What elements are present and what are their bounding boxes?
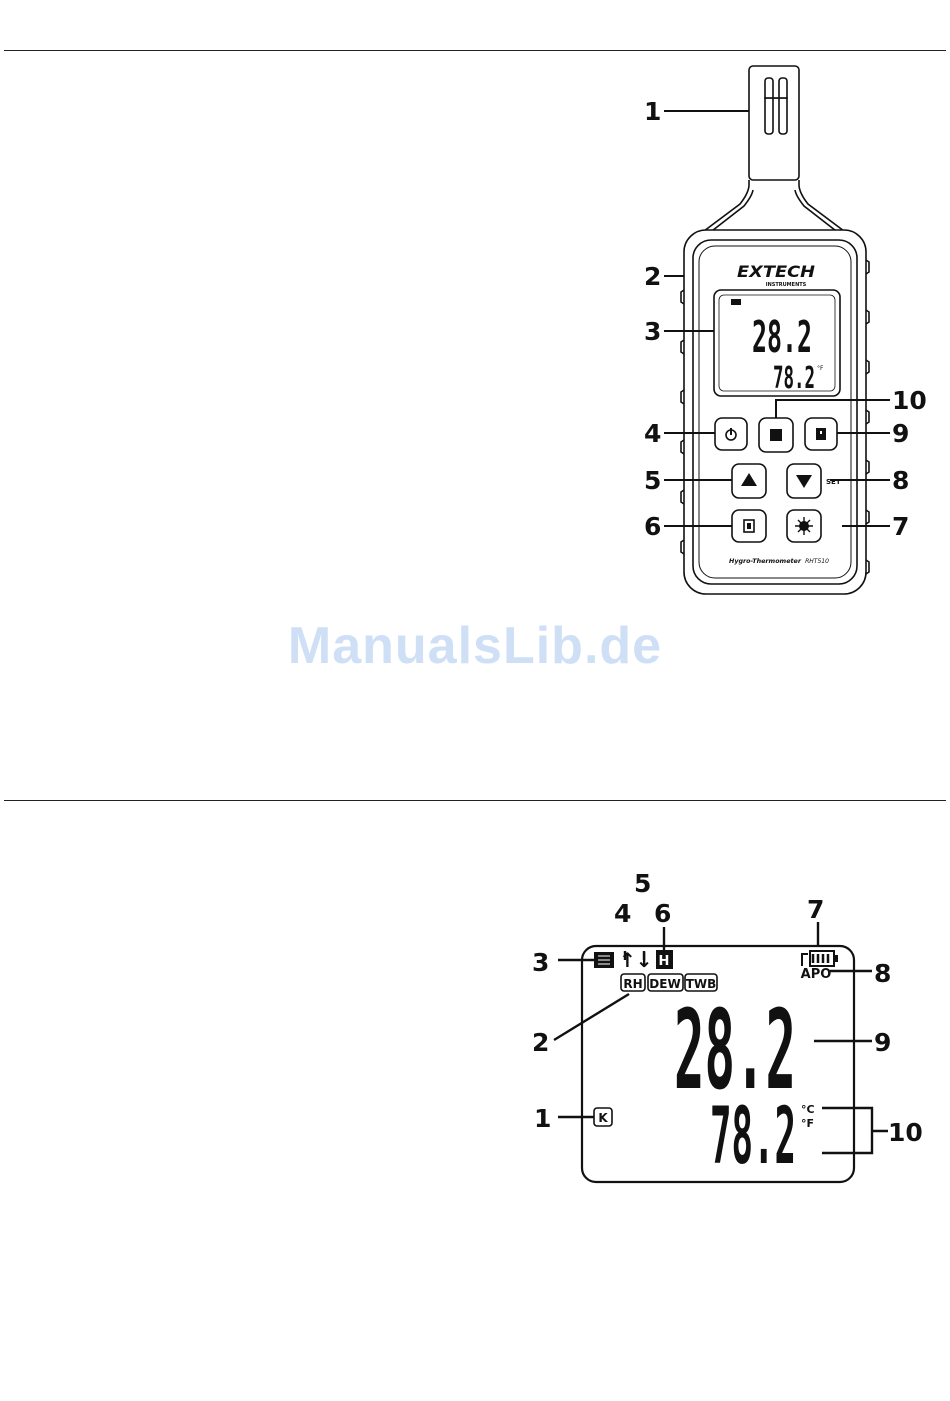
probe — [700, 66, 848, 234]
device-callout-10: 10 — [892, 386, 927, 415]
lcd-callout-3: 3 — [532, 948, 549, 977]
lcd-callout-1: 1 — [534, 1104, 551, 1133]
device-callout-1: 1 — [644, 97, 661, 126]
lcd-callout-6: 6 — [654, 899, 671, 928]
device-callout-2: 2 — [644, 262, 661, 291]
celsius-label: °C — [801, 1103, 815, 1116]
device-callout-6: 6 — [644, 512, 661, 541]
lcd-callout-7: 7 — [807, 895, 824, 924]
model-number: RHT510 — [805, 558, 829, 565]
device-primary-reading: 28.2 — [752, 312, 812, 363]
brand-logo: EXTECH — [737, 262, 816, 281]
rh-label: RH — [623, 977, 642, 991]
lcd-diagram: ↑↓ H RH DEW TWB APO K 28.2 78.2 °C °F 1 … — [0, 800, 950, 1400]
lcd-callout-2: 2 — [532, 1028, 549, 1057]
device-illustration: EXTECH INSTRUMENTS 28.2 78.2 °F SET Hygr… — [0, 0, 950, 800]
device-callout-5: 5 — [644, 466, 661, 495]
lcd-callout-8: 8 — [874, 959, 891, 988]
device-callout-3: 3 — [644, 317, 661, 346]
model-label: Hygro-Thermometer — [729, 557, 802, 565]
lcd-callout-9: 9 — [874, 1028, 891, 1057]
apo-label: APO — [801, 967, 832, 982]
device-callout-9: 9 — [892, 419, 909, 448]
lcd-callout-4: 4 — [614, 899, 631, 928]
device-callout-7: 7 — [892, 512, 909, 541]
k-label: K — [598, 1111, 608, 1125]
watermark: ManualsLib.de — [0, 616, 950, 676]
hold-icon — [770, 429, 782, 441]
device-callout-8: 8 — [892, 466, 909, 495]
brand-sub: INSTRUMENTS — [766, 282, 807, 288]
lcd-secondary-reading: 78.2 — [710, 1092, 796, 1182]
hold-label: H — [659, 954, 670, 969]
lcd-callout-10: 10 — [888, 1118, 923, 1147]
fahrenheit-label: °F — [801, 1117, 814, 1130]
device-unit: °F — [817, 365, 824, 372]
device-secondary-reading: 78.2 — [773, 361, 815, 396]
device-callout-4: 4 — [644, 419, 661, 448]
lcd-callout-5: 5 — [634, 869, 651, 898]
